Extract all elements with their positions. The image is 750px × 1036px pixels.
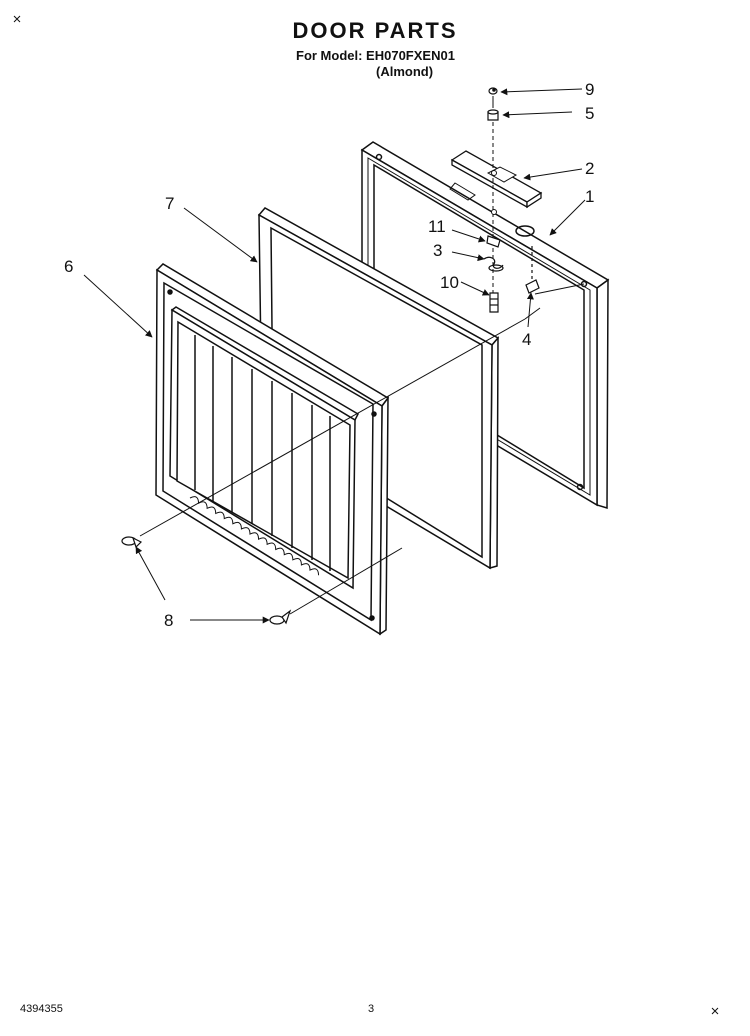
hinge-bracket bbox=[525, 246, 540, 294]
hinge-pin bbox=[489, 292, 499, 313]
bushing bbox=[487, 109, 499, 121]
callout-4: 4 bbox=[522, 330, 531, 349]
part-number: 4394355 bbox=[20, 1003, 63, 1015]
callout-11: 11 bbox=[428, 217, 446, 236]
corner-mark-top-left bbox=[13, 15, 21, 23]
callout-2: 2 bbox=[585, 159, 594, 178]
hinge-clip bbox=[486, 235, 501, 248]
model-line: For Model: EH070FXEN01 bbox=[296, 48, 455, 63]
liner-screw-left bbox=[121, 536, 143, 549]
corner-mark-bottom-right bbox=[711, 1007, 719, 1015]
page-title: DOOR PARTS bbox=[292, 18, 458, 43]
callout-10: 10 bbox=[440, 273, 459, 292]
page-number: 3 bbox=[368, 1003, 375, 1015]
assembly-lines bbox=[139, 283, 585, 615]
inner-door-liner bbox=[155, 263, 390, 636]
top-screw bbox=[488, 87, 498, 95]
callout-8: 8 bbox=[164, 611, 173, 630]
variant-line: (Almond) bbox=[376, 64, 434, 79]
callout-6: 6 bbox=[64, 257, 73, 276]
liner-screw-right bbox=[269, 609, 292, 625]
callout-1: 1 bbox=[585, 187, 594, 206]
handle-plate bbox=[450, 150, 543, 209]
callout-7: 7 bbox=[165, 194, 174, 213]
callout-5: 5 bbox=[585, 104, 594, 123]
callout-9: 9 bbox=[585, 80, 594, 99]
model-subtitle: For Model: EH070FXEN01 (Almond) bbox=[296, 48, 455, 80]
hinge-spring bbox=[483, 256, 504, 272]
leader-arrows bbox=[83, 88, 586, 624]
callout-3: 3 bbox=[433, 241, 442, 260]
